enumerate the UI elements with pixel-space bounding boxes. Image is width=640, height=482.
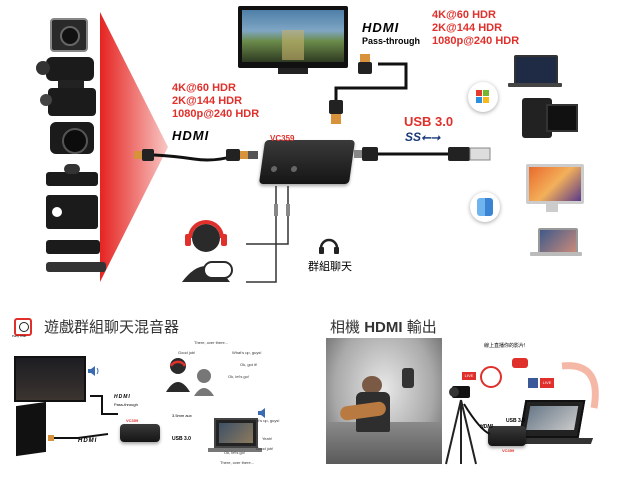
superspeed-logo: SS⭠⭢	[405, 130, 441, 144]
br-hdmi: HDMI	[480, 424, 493, 430]
game-scene-thumbnail	[14, 356, 86, 402]
chat-bubble: Ok, let's go!	[228, 374, 249, 379]
action-camera-icon	[50, 18, 88, 52]
spec-line: 1080p@240 HDR	[432, 35, 520, 47]
bl-usb: USB 3.0	[172, 436, 191, 442]
pass-through-label: Pass-through	[362, 36, 421, 46]
pass-specs: 4K@60 HDR 2K@144 HDR 1080p@240 HDR	[432, 9, 519, 48]
blu-ray-player-icon	[46, 262, 106, 272]
bl-model: VC359	[126, 418, 139, 423]
chat-bubble: Ok, let's go!	[224, 450, 245, 455]
chat-bubbles: There, over there... Good job! What's up…	[128, 340, 288, 465]
camcorder-icon	[36, 57, 94, 81]
red-gradient-triangle	[100, 12, 168, 282]
br-usb: USB 3.0	[506, 418, 525, 424]
spec-line: 1080p@240 HDR	[172, 108, 260, 120]
live-icon	[480, 366, 502, 388]
br-hdmi-cable	[463, 403, 491, 435]
finder-icon	[470, 192, 500, 222]
chat-bubble: Ok, got it!	[240, 362, 258, 367]
windows-icon	[468, 82, 498, 112]
bl-pass-through: Pass-through	[114, 402, 138, 407]
chat-bubble: Good job!	[178, 350, 196, 355]
chat-avatars	[166, 358, 214, 396]
spec-line: 2K@144 HDR	[172, 95, 243, 107]
tv-screen	[242, 10, 344, 62]
input-specs: 4K@60 HDR 2K@144 HDR 1080p@240 HDR	[172, 82, 259, 121]
bl-cables	[48, 395, 118, 441]
party-chat-logo	[14, 318, 32, 336]
dslr-camera-icon	[50, 122, 94, 154]
facebook-icon	[528, 378, 538, 388]
model-label: VC359	[270, 134, 295, 143]
live-badge: LIVE	[462, 372, 476, 380]
br-vc359-device	[488, 426, 526, 446]
br-model: VC359	[502, 448, 515, 453]
chat-bubble: There, over there...	[220, 460, 255, 465]
spec-line: 2K@144 HDR	[432, 22, 503, 34]
audio-cables	[246, 186, 290, 283]
xbox-console-icon	[46, 195, 98, 229]
hdmi-input-cable	[134, 149, 258, 162]
spec-line: 4K@60 HDR	[172, 82, 236, 94]
chat-bubble: What's up, guys!	[250, 418, 280, 423]
speaker-icon	[258, 408, 265, 418]
vc359-capture-device	[258, 140, 356, 184]
usb-label: USB 3.0	[404, 114, 454, 129]
bl-laptop	[214, 418, 258, 448]
speaker-icon	[88, 366, 99, 376]
section-title-camera: 相機 HDMI 輸出	[330, 316, 437, 337]
group-chat-label: 群組聊天	[308, 261, 352, 273]
tv-monitor	[238, 6, 348, 74]
hdmi-pass-logo: HDMI	[362, 20, 400, 35]
title-hdmi: HDMI	[364, 319, 403, 336]
microphone-icon	[402, 368, 414, 388]
video-camera-icon	[40, 80, 96, 116]
macbook-icon	[538, 228, 578, 254]
br-laptop	[518, 400, 586, 438]
title-pre: 相機	[330, 319, 361, 336]
hdmi-logo: HDMI	[172, 128, 210, 143]
tripod-camera-icon	[445, 386, 477, 465]
chat-bubble: There, over there...	[194, 340, 229, 345]
playstation-icon	[16, 401, 46, 457]
guitarist-photo	[326, 338, 442, 464]
laptop-windows	[514, 55, 558, 85]
stream-caption: 線上直播你的影片!	[484, 343, 526, 349]
chat-bubble: Good job!	[256, 446, 274, 451]
loop-arrow	[561, 362, 599, 409]
bl-aux: 3.5mm aux	[172, 413, 192, 418]
imac-icon	[526, 164, 584, 204]
bl-vc359-device	[120, 424, 160, 442]
fb-live-badge: LIVE	[540, 378, 554, 388]
hdmi-passthrough-cable	[329, 54, 408, 124]
section-title-chat: 遊戲群組聊天混音器	[44, 319, 180, 336]
chat-bubble: Yeah!	[262, 436, 273, 441]
headset-icon	[319, 238, 339, 254]
youtube-icon	[512, 358, 528, 368]
usb-cable	[354, 147, 491, 161]
bl-hdmi-logo: HDMI	[78, 438, 98, 444]
title-post: 輸出	[406, 319, 437, 336]
bl-hdmi-pass-logo: HDMI	[114, 394, 131, 400]
game-console-icon	[46, 164, 98, 186]
set-top-box-icon	[46, 240, 100, 254]
gamer-avatar-icon	[182, 220, 233, 282]
chat-bubble: What's up, guys!	[232, 350, 262, 355]
spec-line: 4K@60 HDR	[432, 9, 496, 21]
logo-caption: Party Chat	[12, 334, 27, 338]
